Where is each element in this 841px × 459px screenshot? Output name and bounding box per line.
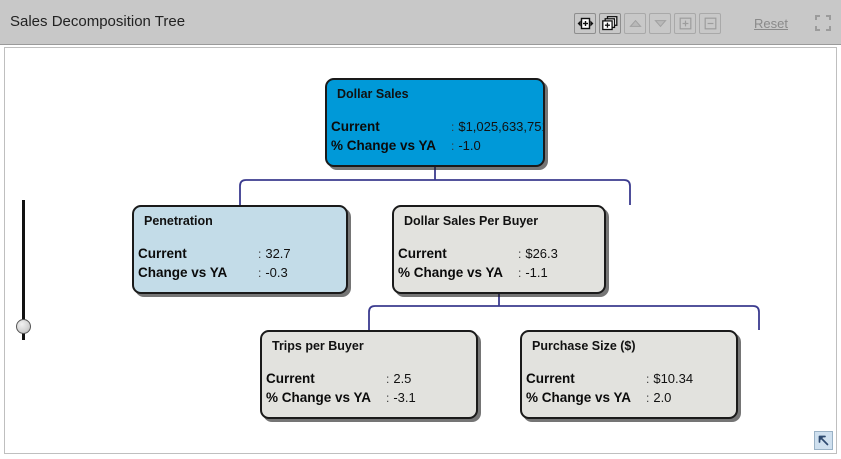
metric-label: % Change vs YA [331,138,437,153]
toolbar: Reset [574,11,833,35]
window-titlebar: Sales Decomposition Tree [0,0,841,45]
metric-separator: : [646,391,650,405]
expand-level-icon[interactable] [599,12,622,34]
resize-arrow-icon[interactable] [814,431,833,450]
metric-row: Current:32.7 [138,244,342,263]
metric-label: % Change vs YA [266,390,372,405]
metric-value: -1.1 [525,265,548,280]
metric-label: Current [266,371,315,386]
metric-separator: : [518,266,522,280]
node-title: Penetration [144,214,213,228]
metric-row: % Change vs YA:-1.0 [331,136,539,155]
tree-node-purchase-size[interactable]: Purchase Size ($)Current:$10.34% Change … [520,330,738,419]
zoom-slider-handle[interactable] [16,319,31,334]
zoom-out-icon[interactable] [699,12,722,34]
node-title: Purchase Size ($) [532,339,636,353]
metric-separator: : [258,266,262,280]
metric-separator: : [646,372,650,386]
metric-label: Change vs YA [138,265,228,280]
fit-to-screen-icon[interactable] [813,13,833,33]
metric-value: $26.3 [525,246,558,261]
metric-separator: : [386,372,390,386]
move-up-icon[interactable] [624,12,647,34]
metric-label: Current [526,371,575,386]
metric-separator: : [451,139,455,153]
metric-row: % Change vs YA:2.0 [526,388,732,407]
metric-row: Change vs YA:-0.3 [138,263,342,282]
expand-all-icon[interactable] [574,12,597,34]
node-metrics: Current:2.5% Change vs YA:-3.1 [266,369,472,407]
metric-value: -3.1 [393,390,416,405]
metric-value: $1,025,633,751 [458,119,545,134]
metric-row: % Change vs YA:-1.1 [398,263,600,282]
metric-row: Current:$1,025,633,751 [331,117,543,136]
metric-row: % Change vs YA:-3.1 [266,388,472,407]
metric-label: % Change vs YA [526,390,632,405]
metric-row: Current:$10.34 [526,369,732,388]
metric-row: Current:2.5 [266,369,472,388]
node-title: Trips per Buyer [272,339,364,353]
node-title: Dollar Sales Per Buyer [404,214,539,228]
metric-label: Current [398,246,447,261]
zoom-slider-track[interactable] [22,200,25,340]
metric-label: Current [138,246,187,261]
metric-value: -0.3 [265,265,288,280]
metric-separator: : [386,391,390,405]
node-metrics: Current:$10.34% Change vs YA:2.0 [526,369,732,407]
metric-value: $10.34 [653,371,694,386]
zoom-in-icon[interactable] [674,12,697,34]
metric-separator: : [451,120,455,134]
node-metrics: Current:$1,025,633,751% Change vs YA:-1.… [331,117,543,155]
metric-label: Current [331,119,380,134]
metric-label: % Change vs YA [398,265,504,280]
zoom-slider[interactable] [14,200,34,340]
node-title: Dollar Sales [337,87,409,101]
page-title: Sales Decomposition Tree [10,13,186,30]
move-down-icon[interactable] [649,12,672,34]
metric-separator: : [258,247,262,261]
metric-separator: : [518,247,522,261]
metric-row: Current:$26.3 [398,244,600,263]
metric-value: 2.5 [393,371,412,386]
node-metrics: Current:$26.3% Change vs YA:-1.1 [398,244,600,282]
metric-value: -1.0 [458,138,481,153]
metric-value: 2.0 [653,390,672,405]
reset-link[interactable]: Reset [754,15,788,31]
metric-value: 32.7 [265,246,291,261]
